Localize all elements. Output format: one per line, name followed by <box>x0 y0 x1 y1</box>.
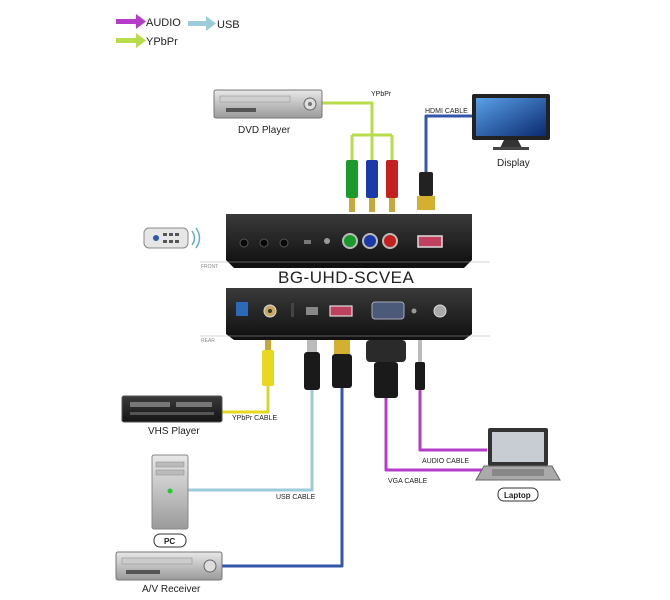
converter-rear-panel <box>226 288 472 340</box>
remote-control <box>143 227 201 249</box>
vga-cable-label: VGA CABLE <box>388 478 428 485</box>
ypbpr-plug-yellow <box>262 340 274 386</box>
display-label: Display <box>497 158 530 169</box>
hdmi-cable-top-label: HDMI CABLE <box>425 108 468 115</box>
usb-plug <box>304 340 320 390</box>
dvd-player-label: DVD Player <box>238 125 291 136</box>
audio-cable-label: AUDIO CABLE <box>422 458 469 465</box>
audio-jack-plug <box>415 340 425 390</box>
pc-tower <box>151 454 189 530</box>
pc-tag: PC <box>153 533 187 548</box>
hdmi-plug-top <box>417 172 435 210</box>
legend-audio-arrow <box>116 14 146 29</box>
ypbpr-cable-top <box>322 101 394 165</box>
usb-cable-label: USB CABLE <box>276 494 316 501</box>
av-receiver-label: A/V Receiver <box>142 584 201 595</box>
ypbpr-cable-vhs-label: YPbPr CABLE <box>232 415 277 422</box>
usb-cable <box>188 388 314 492</box>
legend: AUDIO USB YPbPr <box>116 14 240 48</box>
front-panel-tag: FRONT <box>201 264 218 270</box>
ypbpr-cable-top-label: YPbPr <box>371 91 392 98</box>
hdmi-cable-top <box>424 114 472 175</box>
rear-panel-tag: REAR <box>201 338 215 344</box>
laptop-tag: Laptop <box>497 487 539 502</box>
rca-plug-red <box>386 160 398 212</box>
audio-cable <box>418 388 487 452</box>
hdmi-cable-av <box>222 388 344 568</box>
laptop <box>475 428 561 481</box>
model-name: BG-UHD-SCVEA <box>278 268 415 287</box>
vga-plug <box>366 340 406 398</box>
legend-ypbpr-label: YPbPr <box>146 36 178 48</box>
vga-cable <box>384 398 487 472</box>
legend-ypbpr-arrow <box>116 33 146 48</box>
rca-plug-green <box>346 160 358 212</box>
legend-usb-arrow <box>188 16 216 31</box>
rca-plug-blue <box>366 160 378 212</box>
av-receiver <box>115 551 223 581</box>
ypbpr-cable-vhs <box>221 385 270 414</box>
legend-usb-label: USB <box>217 19 240 31</box>
legend-audio-label: AUDIO <box>146 17 181 29</box>
converter-front-panel <box>226 214 472 268</box>
display-monitor <box>472 94 550 150</box>
vhs-player-label: VHS Player <box>148 426 200 437</box>
pc-label: PC <box>164 537 175 546</box>
cables <box>188 101 487 568</box>
hdmi-plug-rear <box>332 340 352 388</box>
dvd-player <box>213 89 323 119</box>
vhs-player <box>121 395 223 423</box>
laptop-label: Laptop <box>504 491 531 500</box>
